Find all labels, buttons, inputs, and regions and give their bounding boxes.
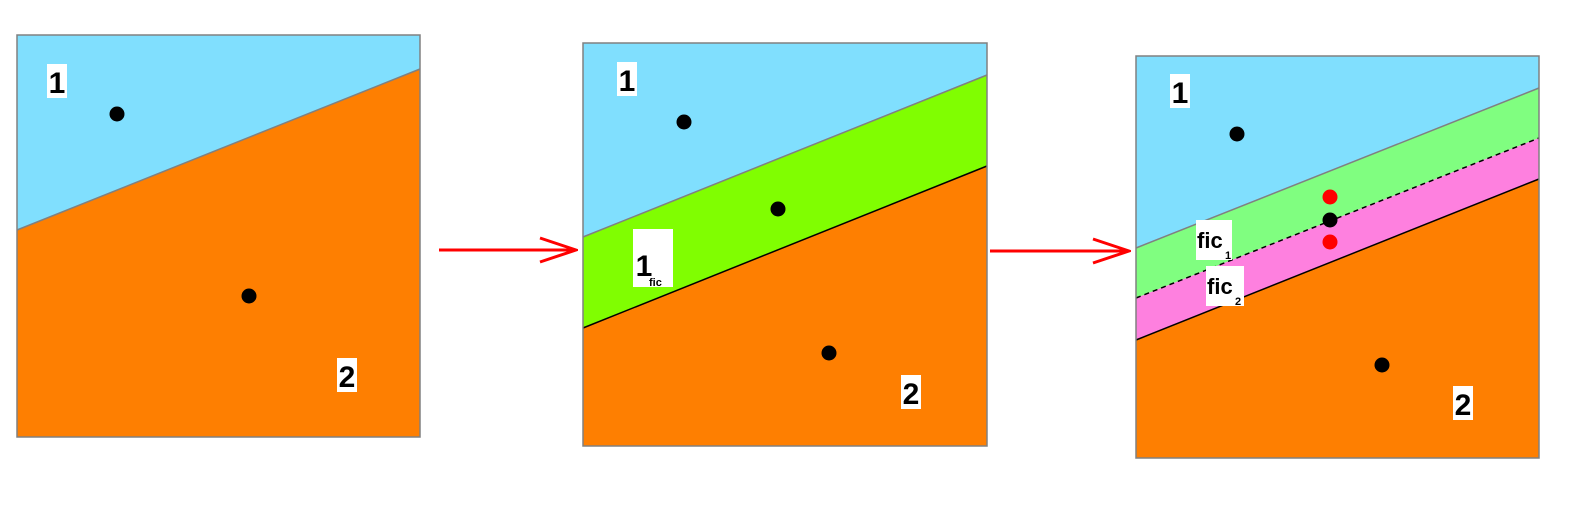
- panel2-upper-boundary: [582, 74, 988, 238]
- panel3-region-label-2: 2: [1455, 389, 1472, 422]
- panel2-fictitious-region: [583, 75, 987, 328]
- panel1-point-1: [109, 106, 125, 122]
- panel2-region-label-2: 2: [903, 378, 920, 411]
- panel2-fictitious-label-bg: [633, 229, 673, 287]
- panel-1: 1 2: [16, 34, 421, 438]
- panel1-frame: [16, 34, 421, 438]
- panel-3: 1 fic 1 fic 2 2: [1135, 55, 1540, 459]
- panel1-region-label-2: 2: [339, 361, 356, 394]
- panel1-label-2-bg: [337, 358, 357, 392]
- panel3-point-red-upper: [1322, 189, 1338, 205]
- panel3-fictitious-2-label: fic: [1207, 274, 1233, 299]
- panel3-label-1-bg: [1170, 74, 1190, 108]
- panel3-point-red-lower: [1322, 234, 1338, 250]
- panel3-fictitious-1-label: fic: [1197, 228, 1223, 253]
- panel3-fictitious-region-1: [1136, 88, 1539, 298]
- panel3-region-2: [1136, 179, 1539, 458]
- panel1-region-2: [17, 69, 420, 437]
- panel2-label-1-bg: [617, 62, 637, 96]
- panel3-fictitious-2-label-sub: 2: [1235, 296, 1241, 308]
- panel3-point-2: [1374, 357, 1390, 373]
- panel2-region-2: [583, 166, 987, 446]
- panel3-fictitious-2-label-bg: [1206, 266, 1244, 306]
- panel3-fictitious-1-label-bg: [1196, 220, 1232, 260]
- panel3-fictitious-1-label-sub: 1: [1225, 250, 1231, 262]
- panel3-point-1: [1229, 126, 1245, 142]
- panel2-region-label-1: 1: [619, 65, 636, 98]
- panel3-point-middle: [1322, 212, 1338, 228]
- panel-2: 1 1 fic 2: [582, 42, 988, 447]
- panel2-frame: [582, 42, 988, 447]
- panel2-fictitious-label-sub: fic: [649, 277, 662, 289]
- panel2-point-fictitious: [770, 201, 786, 217]
- panel1-region-label-1: 1: [49, 67, 66, 100]
- panel1-region-1: [17, 35, 420, 230]
- panel3-middle-boundary: [1135, 137, 1540, 299]
- panel1-label-1-bg: [47, 64, 67, 98]
- panel2-point-2: [821, 345, 837, 361]
- panel3-frame: [1135, 55, 1540, 459]
- panel3-label-2-bg: [1453, 386, 1473, 420]
- panel3-lower-boundary: [1135, 178, 1540, 341]
- panel1-boundary: [16, 68, 421, 231]
- panel1-point-2: [241, 288, 257, 304]
- panel2-label-2-bg: [901, 375, 921, 409]
- panel2-fictitious-label: 1: [636, 250, 653, 283]
- panel3-region-label-1: 1: [1172, 77, 1189, 110]
- panel2-region-1: [583, 43, 987, 237]
- panel2-lower-boundary: [582, 165, 988, 329]
- panel2-point-1: [676, 114, 692, 130]
- panel3-region-1: [1136, 56, 1539, 248]
